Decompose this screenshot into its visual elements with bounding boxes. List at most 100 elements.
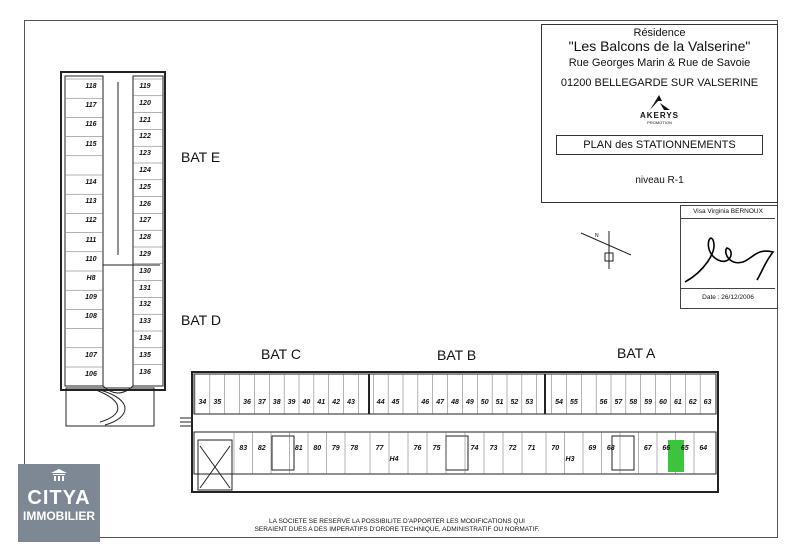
parking-spot[interactable]: 123 [139,150,151,158]
parking-spot[interactable]: 60 [659,399,667,406]
parking-spot[interactable]: 108 [85,313,97,321]
parking-spot[interactable]: 112 [85,217,97,225]
parking-spot[interactable]: 75 [432,445,441,452]
parking-spot[interactable]: 52 [510,399,519,406]
parking-spot[interactable]: 117 [85,102,97,110]
parking-spot[interactable]: 130 [139,267,151,275]
parking-spot[interactable]: 47 [436,399,445,406]
parking-spot[interactable]: 54 [555,399,563,406]
parking-spot[interactable]: 45 [391,399,400,406]
parking-spot[interactable]: 36 [243,399,251,406]
parking-spot[interactable]: 70 [551,445,560,452]
parking-spot[interactable]: 80 [313,445,322,452]
logo-name: CITYA [27,487,91,509]
parking-spot[interactable]: 62 [688,399,697,406]
parking-spot[interactable]: 82 [257,445,266,452]
visa-label: Visa Virginia BERNOUX [681,206,775,219]
parking-spots-vertical-left [66,78,103,368]
parking-spot[interactable]: 110 [85,255,97,263]
parking-spot[interactable]: 49 [465,399,474,406]
parking-spot[interactable]: 53 [525,399,534,406]
parking-spot[interactable]: 35 [213,399,222,406]
parking-spot[interactable]: 51 [495,399,504,406]
parking-spot[interactable]: 116 [85,121,97,129]
akerys-logo-icon [650,95,670,110]
parking-spot[interactable]: 119 [139,83,151,90]
north-arrow-icon: N [580,231,632,269]
parking-spot[interactable]: 115 [85,140,97,148]
parking-spot[interactable]: 114 [85,179,97,186]
handicap-spot[interactable]: H8 [86,275,96,282]
parking-spot[interactable]: 78 [350,445,359,452]
parking-spot[interactable]: 74 [470,445,479,452]
parking-spot[interactable]: 48 [451,399,459,406]
title-residence: Résidence [633,27,686,39]
parking-spot[interactable]: 124 [139,167,151,174]
parking-spot[interactable]: 111 [85,236,97,244]
parking-spot[interactable]: 118 [85,83,97,90]
parking-spot[interactable]: 63 [703,399,712,406]
title-street: Rue Georges Marin & Rue de Savoie [568,57,751,69]
parking-spot[interactable]: 127 [139,217,151,225]
parking-spot[interactable]: 125 [139,183,151,191]
parking-spot[interactable]: 56 [599,399,608,406]
parking-spot[interactable]: 122 [139,133,151,141]
parking-spot[interactable]: 73 [489,445,498,452]
parking-spot[interactable]: 131 [139,284,151,292]
parking-spot[interactable]: 129 [139,251,151,258]
parking-spot[interactable]: 72 [508,445,517,452]
parking-spot[interactable]: 34 [198,399,207,406]
parking-spot[interactable]: 135 [139,351,151,359]
parking-spot[interactable]: 106 [85,371,97,378]
parking-spot[interactable]: 126 [139,200,151,208]
parking-spots-vertical-right [133,78,163,365]
parking-spot[interactable]: 55 [569,399,578,406]
handicap-spot[interactable]: H4 [389,456,399,463]
label-bat-d: BAT D [181,312,221,328]
label-bat-a: BAT A [617,345,656,361]
parking-spot[interactable]: 68 [606,445,615,452]
parking-spot[interactable]: 133 [139,318,151,326]
parking-spot[interactable]: 46 [421,399,430,406]
label-bat-e: BAT E [181,149,221,165]
parking-spot[interactable]: 107 [85,351,97,359]
parking-spot[interactable]: 41 [317,399,326,406]
parking-spot[interactable]: 81 [294,445,303,452]
parking-spot[interactable]: 128 [139,234,151,242]
parking-spots-horizontal [194,374,701,474]
parking-spot[interactable]: 113 [85,198,97,206]
parking-spot[interactable]: 121 [139,116,151,124]
parking-spot[interactable]: 76 [413,445,422,452]
parking-spot[interactable]: 38 [272,399,281,406]
footnote-line2: SERAIENT DUES A DES IMPERATIFS D'ORDRE T… [254,526,540,533]
parking-spot-highlighted[interactable]: 66 [662,445,671,452]
parking-spot[interactable]: 50 [480,399,489,406]
parking-spot[interactable]: 42 [332,399,341,406]
parking-spot[interactable]: 134 [139,335,151,342]
parking-spot[interactable]: 40 [302,399,311,406]
parking-spot[interactable]: 61 [673,399,682,406]
parking-spot[interactable]: 71 [527,445,536,452]
parking-spot[interactable]: 79 [331,445,340,452]
handicap-spot[interactable]: H3 [565,456,575,463]
visa-date: Date : 26/12/2006 [681,288,775,307]
parking-spot[interactable]: 64 [699,445,708,452]
parking-spot[interactable]: 77 [375,445,384,452]
parking-spot[interactable]: 43 [347,399,355,406]
parking-spot[interactable]: 37 [257,399,266,406]
parking-spot[interactable]: 120 [139,99,151,107]
parking-spot[interactable]: 109 [85,294,97,302]
highlighted-spot-66[interactable] [668,440,684,472]
parking-spot[interactable]: 83 [239,445,248,452]
parking-spot[interactable]: 57 [614,399,623,406]
parking-spot[interactable]: 59 [644,399,653,406]
parking-spot[interactable]: 39 [287,399,296,406]
parking-spot[interactable]: 65 [680,445,689,452]
parking-spot[interactable]: 69 [588,445,597,452]
parking-spot[interactable]: 136 [139,368,151,376]
parking-spot[interactable]: 67 [643,445,652,452]
parking-spot[interactable]: 44 [376,399,385,406]
parking-spot[interactable]: 132 [139,301,151,309]
parking-spot[interactable]: 58 [629,399,638,406]
